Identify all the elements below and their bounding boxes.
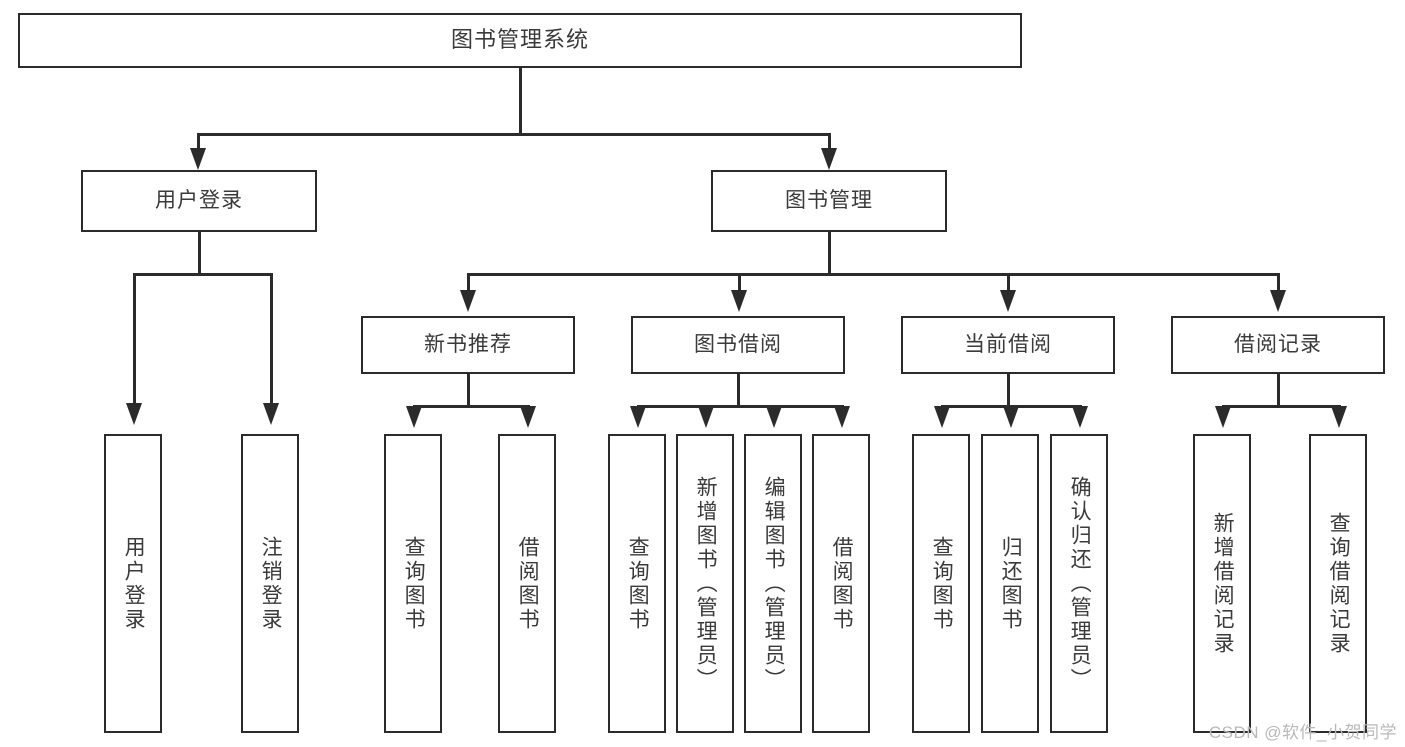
node-label: 注销登录 [259, 535, 283, 632]
arrowhead-leaf-3 [406, 406, 422, 428]
arrowhead-leaf-6 [698, 406, 714, 428]
node-book-manage[interactable]: 图书管理 [711, 170, 947, 232]
connector-drop-new-book-rec [467, 273, 470, 295]
node-leaf-add-book-admin[interactable]: 新增图书（管理员） [676, 434, 734, 733]
node-label: 图书管理 [785, 189, 873, 213]
node-leaf-add-borrow-record[interactable]: 新增借阅记录 [1193, 434, 1251, 733]
connector-borrow-record-stem [1277, 374, 1280, 407]
node-current-borrow[interactable]: 当前借阅 [901, 316, 1115, 374]
connector-user-login-stem [198, 232, 201, 275]
node-leaf-return-book[interactable]: 归还图书 [981, 434, 1039, 733]
arrowhead-leaf-1 [126, 403, 142, 425]
arrowhead-leaf-5 [630, 406, 646, 428]
node-user-login[interactable]: 用户登录 [81, 170, 317, 232]
node-label: 借阅图书 [830, 535, 854, 632]
arrowhead-leaf-13 [1331, 406, 1347, 428]
node-leaf-logout[interactable]: 注销登录 [241, 434, 299, 733]
node-leaf-borrow-book-rec[interactable]: 借阅图书 [498, 434, 556, 733]
node-label: 新增图书（管理员） [694, 475, 718, 692]
node-label: 归还图书 [999, 535, 1023, 632]
connector-new-book-rec-stem [467, 374, 470, 407]
node-leaf-user-login[interactable]: 用户登录 [104, 434, 162, 733]
arrowhead-leaf-10 [1003, 406, 1019, 428]
node-leaf-query-book-borrow[interactable]: 查询图书 [608, 434, 666, 733]
node-leaf-confirm-return-admin[interactable]: 确认归还（管理员） [1050, 434, 1108, 733]
arrowhead-leaf-11 [1072, 406, 1088, 428]
arrowhead-new-book-rec [460, 290, 476, 312]
node-label: 查询借阅记录 [1327, 511, 1351, 656]
connector-drop-current-borrow [1007, 273, 1010, 295]
arrowhead-leaf-7 [766, 406, 782, 428]
node-label: 编辑图书（管理员） [762, 475, 786, 692]
connector-to-user-login [197, 133, 200, 155]
arrowhead-borrow-record [1270, 290, 1286, 312]
node-label: 确认归还（管理员） [1068, 475, 1092, 692]
node-label: 查询图书 [626, 535, 650, 632]
connector-user-login-drop-1 [133, 273, 136, 403]
arrowhead-leaf-9 [934, 406, 950, 428]
node-label: 新书推荐 [424, 333, 512, 357]
connector-user-login-bus [133, 273, 270, 276]
csdn-watermark: CSDN @软件_小贺同学 [1208, 723, 1397, 742]
node-label: 用户登录 [122, 535, 146, 632]
node-leaf-edit-book-admin[interactable]: 编辑图书（管理员） [744, 434, 802, 733]
node-label: 查询图书 [402, 535, 426, 632]
node-new-book-rec[interactable]: 新书推荐 [361, 316, 575, 374]
connector-to-book-manage [828, 133, 831, 155]
node-borrow-record[interactable]: 借阅记录 [1171, 316, 1385, 374]
connector-root-bus [197, 133, 831, 136]
connector-borrow-record-bus [1222, 405, 1340, 408]
arrowhead-user-login [190, 148, 206, 170]
connector-current-borrow-stem [1007, 374, 1010, 407]
node-label: 借阅记录 [1234, 333, 1322, 357]
node-label: 用户登录 [155, 189, 243, 213]
node-leaf-borrow-book[interactable]: 借阅图书 [812, 434, 870, 733]
node-leaf-query-book-current[interactable]: 查询图书 [912, 434, 970, 733]
node-leaf-query-borrow-record[interactable]: 查询借阅记录 [1309, 434, 1367, 733]
node-leaf-query-book-rec[interactable]: 查询图书 [384, 434, 442, 733]
connector-book-borrow-bus [637, 405, 843, 408]
node-label: 图书管理系统 [450, 27, 589, 53]
connector-drop-book-borrow [738, 273, 741, 295]
arrowhead-book-manage [821, 148, 837, 170]
connector-book-manage-stem [828, 232, 831, 275]
arrowhead-current-borrow [1000, 290, 1016, 312]
connector-book-borrow-stem [737, 374, 740, 407]
node-root-system[interactable]: 图书管理系统 [18, 13, 1022, 68]
arrowhead-leaf-2 [263, 403, 279, 425]
connector-root-stem [519, 68, 522, 134]
node-book-borrow[interactable]: 图书借阅 [631, 316, 845, 374]
node-label: 查询图书 [930, 535, 954, 632]
node-label: 当前借阅 [964, 333, 1052, 357]
node-label: 借阅图书 [516, 535, 540, 632]
connector-drop-borrow-record [1277, 273, 1280, 295]
arrowhead-leaf-4 [520, 406, 536, 428]
node-label: 图书借阅 [694, 333, 782, 357]
arrowhead-book-borrow [731, 290, 747, 312]
node-label: 新增借阅记录 [1211, 511, 1235, 656]
connector-book-manage-bus [467, 273, 1279, 276]
arrowhead-leaf-8 [834, 406, 850, 428]
connector-new-book-rec-bus [413, 405, 529, 408]
connector-user-login-drop-2 [270, 273, 273, 403]
arrowhead-leaf-12 [1215, 406, 1231, 428]
